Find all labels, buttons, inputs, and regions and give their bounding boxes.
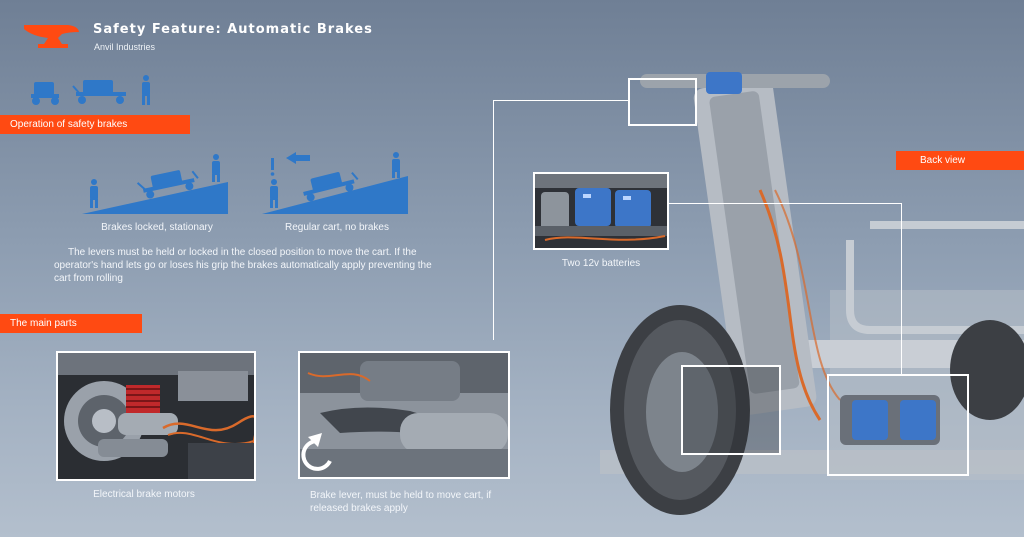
lever-connector-line [493,100,628,101]
ramp-caption-locked: Brakes locked, stationary [101,222,213,233]
cart-lineup-icon [31,75,150,105]
lever-connector-line-vertical [493,100,494,340]
operation-section-label: Operation of safety brakes [0,115,190,134]
page-title: Safety Feature: Automatic Brakes [93,22,373,37]
brake-lever-caption: Brake lever, must be held to move cart, … [310,490,492,514]
brake-motors-caption: Electrical brake motors [93,489,195,500]
back-view-label: Back view [896,151,1024,170]
ramp-diagram-brakes-locked [82,154,228,214]
brake-lever-photo [298,351,510,479]
main-parts-section-label: The main parts [0,314,142,333]
battery-connector-line [669,203,901,204]
anvil-icon [24,25,79,48]
batteries-caption: Two 12v batteries [561,258,641,269]
brake-description: The levers must be held or locked in the… [54,247,432,284]
battery-connector-line-vertical [901,203,902,375]
batteries-photo [533,172,669,250]
brake-motor-callout-box [681,365,781,455]
brake-motor-photo [56,351,256,481]
ramp-caption-no-brakes: Regular cart, no brakes [285,222,389,233]
handlebar-callout-box [628,78,697,126]
ramp-diagram-no-brakes [262,152,408,214]
company-name: Anvil Industries [94,42,156,52]
battery-callout-box [827,374,969,476]
